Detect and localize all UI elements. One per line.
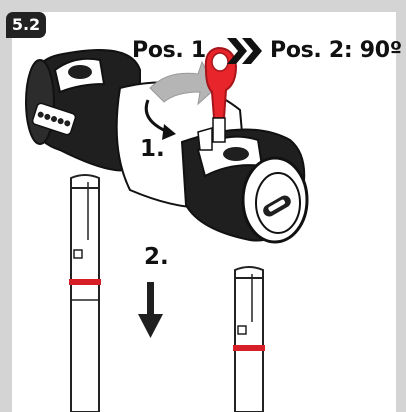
rod-left [69,174,101,412]
step-badge: 5.2 [6,12,46,38]
rotation-arrow-icon [144,60,217,140]
position-to-label: Pos. 2: 90º [270,38,402,63]
rod-right-red-band [233,345,265,351]
step-1-label: 1. [140,136,165,162]
rod-right [233,266,265,412]
position-from-label: Pos. 1 [132,38,206,63]
cylinder-lock [25,49,309,244]
chevron-double-right-icon [227,38,262,64]
down-arrow-icon [138,282,163,338]
step-2-label: 2. [144,244,169,270]
rod-left-red-band [69,279,101,285]
key [197,46,238,151]
